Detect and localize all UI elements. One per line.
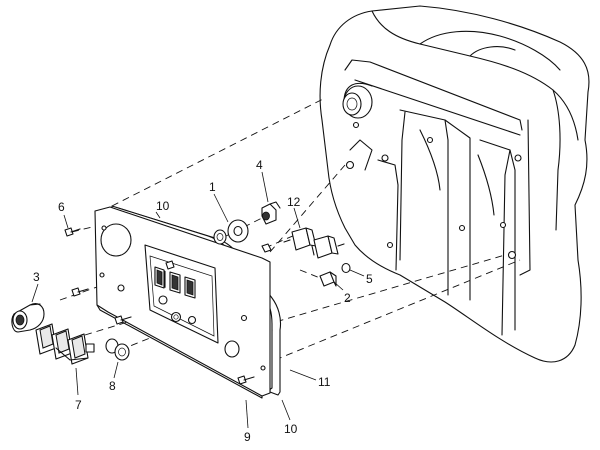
washer-nut-set (213, 219, 272, 253)
callout-6: 6 (58, 200, 65, 214)
callout-5: 5 (366, 272, 373, 286)
control-knob (261, 201, 281, 225)
callout-1: 1 (209, 180, 216, 194)
outlet-receptacle (11, 303, 45, 333)
indicator-light (105, 338, 130, 361)
callout-4: 4 (256, 158, 263, 172)
callout-9: 9 (244, 430, 251, 444)
callout-2: 2 (344, 291, 351, 305)
callout-12: 12 (287, 195, 301, 209)
callout-11: 11 (318, 375, 331, 389)
circuit-breakers (283, 227, 345, 259)
callout-10-bottom: 10 (284, 422, 298, 436)
callout-labels: 1 4 12 10 6 3 5 2 7 8 9 10 11 (33, 158, 373, 444)
callout-7: 7 (75, 398, 82, 412)
control-panel (94, 206, 271, 399)
callout-3: 3 (33, 270, 40, 284)
callout-10-top: 10 (156, 199, 170, 213)
callout-8: 8 (109, 379, 116, 393)
tank-housing (319, 5, 590, 363)
screws (64, 227, 255, 385)
callout-leaders (31, 171, 365, 429)
rocker-switches (35, 323, 95, 365)
